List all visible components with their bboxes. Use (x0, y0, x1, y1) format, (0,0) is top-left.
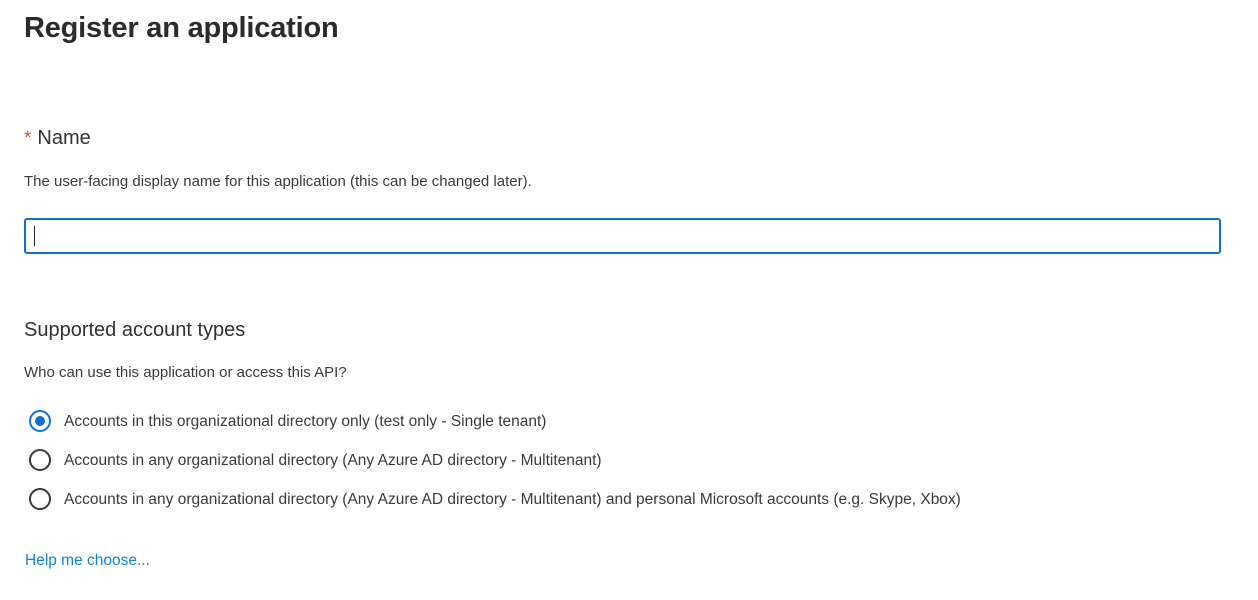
supported-account-types-heading: Supported account types (24, 319, 246, 341)
name-label-text: Name (37, 127, 91, 149)
radio-option-multitenant[interactable]: Accounts in any organizational directory… (29, 447, 1222, 473)
radio-option-label: Accounts in this organizational director… (64, 412, 547, 430)
account-type-radio-group: Accounts in this organizational director… (24, 408, 1222, 512)
radio-option-multitenant-personal[interactable]: Accounts in any organizational directory… (29, 486, 1222, 512)
radio-option-label: Accounts in any organizational directory… (64, 451, 602, 469)
radio-button-icon (29, 488, 51, 510)
name-field-label: *Name (24, 125, 1222, 152)
name-field-description: The user-facing display name for this ap… (24, 173, 532, 190)
name-input[interactable] (24, 218, 1221, 254)
page-title: Register an application (24, 12, 339, 44)
radio-button-icon (29, 410, 51, 432)
name-input-wrapper (24, 218, 1221, 254)
radio-option-single-tenant[interactable]: Accounts in this organizational director… (29, 408, 1222, 434)
radio-option-label: Accounts in any organizational directory… (64, 490, 961, 508)
help-me-choose-link[interactable]: Help me choose... (25, 552, 150, 569)
required-asterisk: * (24, 128, 32, 149)
radio-button-icon (29, 449, 51, 471)
account-types-question: Who can use this application or access t… (24, 364, 347, 381)
register-application-page: Register an application *Name The user-f… (24, 12, 1222, 569)
